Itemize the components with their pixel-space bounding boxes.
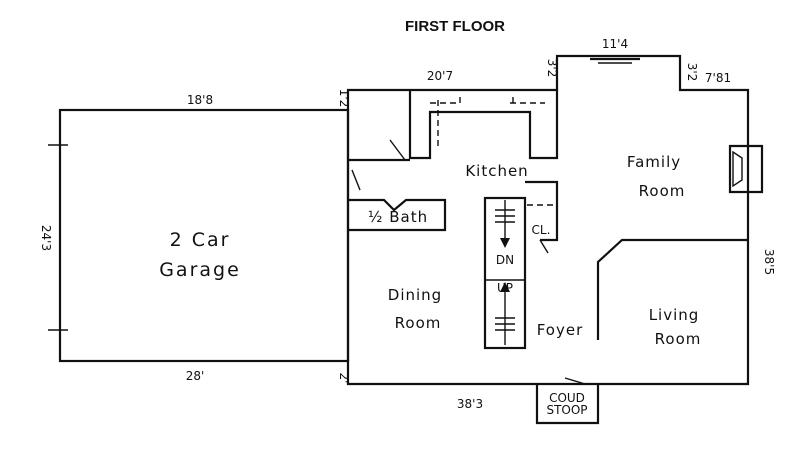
- closet-label: CL.: [532, 223, 551, 237]
- half-bath: [348, 169, 447, 232]
- stoop-label-2: STOOP: [546, 403, 587, 417]
- foyer-label: Foyer: [537, 321, 584, 339]
- dim-right-top: 7'81: [705, 71, 731, 85]
- stairs: [483, 196, 527, 350]
- plan-title: FIRST FLOOR: [405, 18, 505, 35]
- dim-garage-bottom: 28': [186, 369, 205, 383]
- kitchen-label: Kitchen: [465, 162, 528, 180]
- half-bath-label: ½ Bath: [368, 208, 428, 226]
- stoop: [535, 377, 600, 425]
- kitchen-cabinets: [348, 90, 559, 162]
- dim-small-4: 2': [337, 373, 351, 384]
- arrow-up-icon: [500, 282, 510, 292]
- door-swing: [351, 169, 361, 191]
- cabinet-outline: [408, 90, 559, 160]
- garage-label-1: 2 Car: [170, 229, 231, 251]
- closet: [525, 180, 559, 254]
- living-label-2: Room: [655, 330, 702, 348]
- garage-label-2: Garage: [159, 259, 241, 281]
- arrow-down-icon: [500, 238, 510, 248]
- door-swing: [539, 239, 549, 254]
- living-room-walls: [596, 238, 748, 340]
- house-walls: [346, 54, 764, 386]
- stair-up-label: UP: [497, 281, 513, 295]
- dim-house-bottom: 38'3: [457, 397, 483, 411]
- dim-kitchen-top: 20'7: [427, 69, 453, 83]
- stoop-outline: [535, 384, 600, 425]
- dim-right-side: 38'5: [762, 249, 776, 275]
- exterior-wall: [346, 54, 750, 386]
- fireplace-inner: [732, 150, 743, 188]
- dim-small-1: 1'2: [337, 89, 351, 108]
- dim-small-2: 3'2: [545, 59, 559, 78]
- family-label-1: Family: [627, 153, 681, 171]
- door-swing: [389, 139, 406, 161]
- door-swing: [564, 377, 586, 385]
- dining-label-1: Dining: [388, 286, 442, 304]
- dim-family-top: 11'4: [602, 37, 628, 51]
- dim-garage-top: 18'8: [187, 93, 213, 107]
- bath-walls: [348, 198, 447, 232]
- stoop-label-1: COUD: [549, 391, 585, 405]
- living-wall: [596, 238, 748, 340]
- closet-walls: [525, 180, 559, 242]
- dim-garage-left: 24'3: [39, 225, 53, 251]
- family-label-2: Room: [639, 182, 686, 200]
- dim-small-3: 3'2: [685, 63, 699, 82]
- stair-outline: [483, 196, 527, 350]
- living-label-1: Living: [649, 306, 700, 324]
- fireplace: [728, 144, 764, 194]
- dining-label-2: Room: [395, 314, 442, 332]
- stair-down-label: DN: [496, 253, 514, 267]
